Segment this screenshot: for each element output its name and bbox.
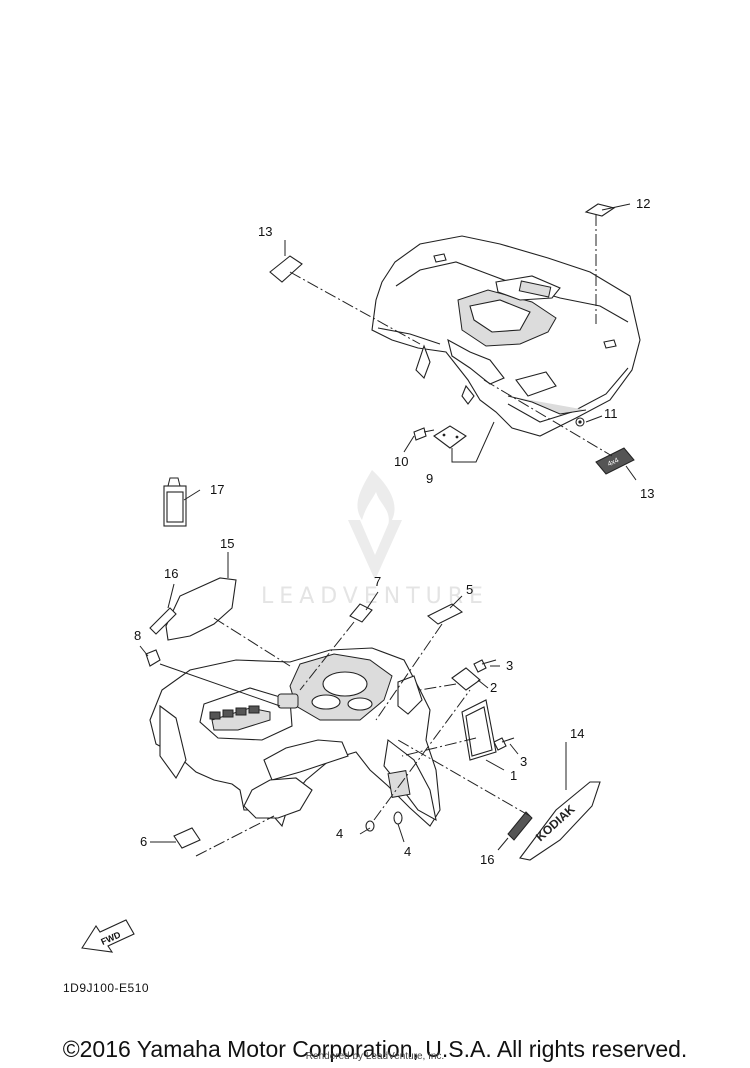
callout-5: 5 [466, 582, 473, 597]
callout-11: 11 [604, 406, 618, 421]
part-3-bolt-lower [493, 737, 515, 751]
callout-16-upper: 16 [164, 566, 178, 581]
watermark-text: LEADVENTURE [261, 584, 489, 609]
callout-2: 2 [490, 680, 497, 695]
part-14-kodiak-decal: KODIAK [519, 781, 601, 861]
part-12-label [584, 203, 616, 217]
callout-16-lower: 16 [480, 852, 494, 867]
part-16-strip-lower [507, 811, 533, 841]
leader-lines [139, 203, 637, 857]
part-15-panel [165, 577, 237, 641]
callout-4-left: 4 [336, 826, 343, 841]
callout-10: 10 [394, 454, 408, 469]
callout-15: 15 [220, 536, 234, 551]
rendered-by-notice: Rendered by LeadVenture, Inc. [305, 1051, 445, 1062]
callout-4-right: 4 [404, 844, 411, 859]
badge-text: 4x4 [607, 457, 620, 468]
part-13-emblem-right: 4x4 [595, 447, 635, 475]
part-3-bolt-upper [473, 659, 497, 673]
part-9-plate [433, 425, 467, 449]
callouts: 1 2 3 3 4 4 5 6 7 8 9 10 11 12 13 13 14 … [134, 196, 654, 867]
part-10-bolt [413, 427, 435, 441]
leadventure-watermark: LEADVENTURE [261, 470, 489, 609]
callout-9: 9 [426, 471, 433, 486]
callout-17: 17 [210, 482, 224, 497]
callout-12: 12 [636, 196, 650, 211]
part-13-emblem-left [269, 255, 303, 283]
callout-1: 1 [510, 768, 517, 783]
copyright-notice: ©2016 Yamaha Motor Corporation, U.S.A. A… [62, 1036, 688, 1062]
callout-13-lower: 13 [640, 486, 654, 501]
callout-7: 7 [374, 574, 381, 589]
callout-3-lower: 3 [520, 754, 527, 769]
callout-8: 8 [134, 628, 141, 643]
part-16-strip-upper [149, 607, 177, 635]
part-5-label [426, 603, 464, 625]
diagram-code: 1D9J100-E510 [63, 981, 150, 995]
fwd-arrow-icon: FWD [81, 919, 135, 953]
part-8-emblem [145, 649, 161, 667]
callout-3-upper: 3 [506, 658, 513, 673]
callout-13-upper: 13 [258, 224, 272, 239]
callout-14: 14 [570, 726, 584, 741]
part-6-label [173, 827, 201, 849]
part-17-label [163, 477, 187, 527]
part-2-plate [451, 667, 481, 691]
part-4-nut-left [365, 820, 375, 832]
rear-fender [371, 235, 641, 437]
callout-6: 6 [140, 834, 147, 849]
part-4-nut-right [393, 811, 403, 825]
front-fender [149, 647, 441, 828]
